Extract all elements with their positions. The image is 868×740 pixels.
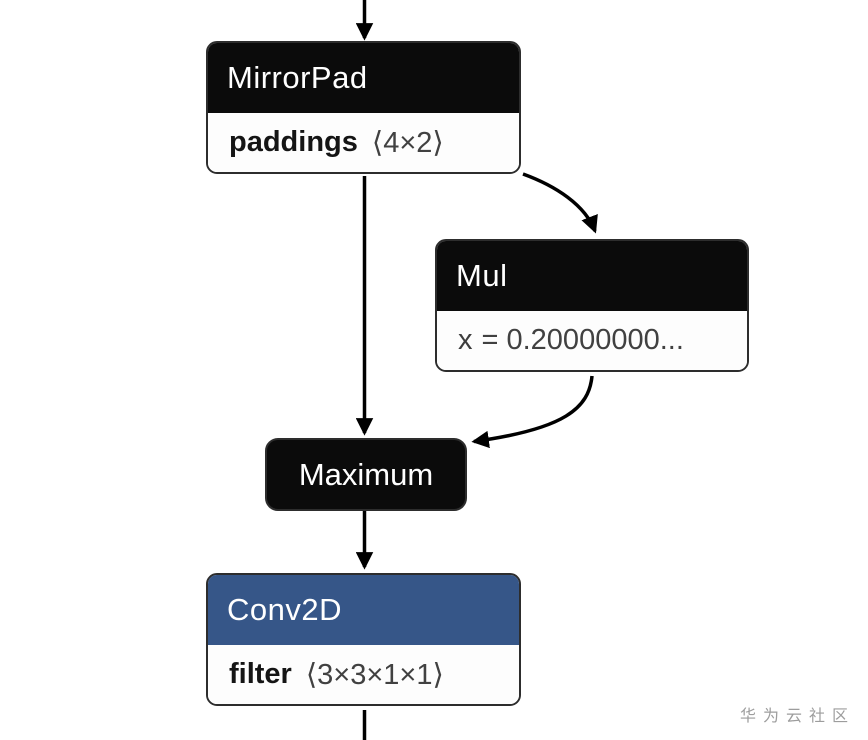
node-mul[interactable]: Mul x = 0.20000000...: [435, 239, 749, 372]
attribute-value: = 0.20000000...: [481, 324, 684, 356]
node-mul-body[interactable]: x = 0.20000000...: [437, 311, 747, 370]
attribute-name: filter: [229, 658, 292, 690]
node-title: Mul: [456, 258, 508, 293]
node-maximum[interactable]: Maximum: [265, 438, 467, 511]
watermark: 华为云社区: [739, 708, 855, 725]
node-conv2d-header[interactable]: Conv2D: [208, 575, 519, 645]
attribute-name: x: [458, 324, 473, 356]
node-title: Maximum: [298, 456, 434, 492]
node-title: Conv2D: [227, 592, 342, 627]
node-title: MirrorPad: [227, 60, 368, 95]
node-mul-header[interactable]: Mul: [437, 241, 747, 311]
edge-mirrorpad-to-mul: [522, 172, 598, 234]
attribute-value: ⟨3×3×1×1⟩: [305, 659, 444, 691]
node-conv2d[interactable]: Conv2D filter ⟨3×3×1×1⟩: [206, 573, 521, 706]
node-mirrorpad-header[interactable]: MirrorPad: [208, 43, 519, 113]
attribute-name: paddings: [229, 126, 358, 158]
attribute-value: ⟨4×2⟩: [371, 127, 444, 159]
edge-mul-to-maximum: [471, 375, 594, 449]
node-conv2d-body[interactable]: filter ⟨3×3×1×1⟩: [208, 645, 519, 704]
node-mirrorpad-body[interactable]: paddings ⟨4×2⟩: [208, 113, 519, 172]
node-mirrorpad[interactable]: MirrorPad paddings ⟨4×2⟩: [206, 41, 521, 174]
